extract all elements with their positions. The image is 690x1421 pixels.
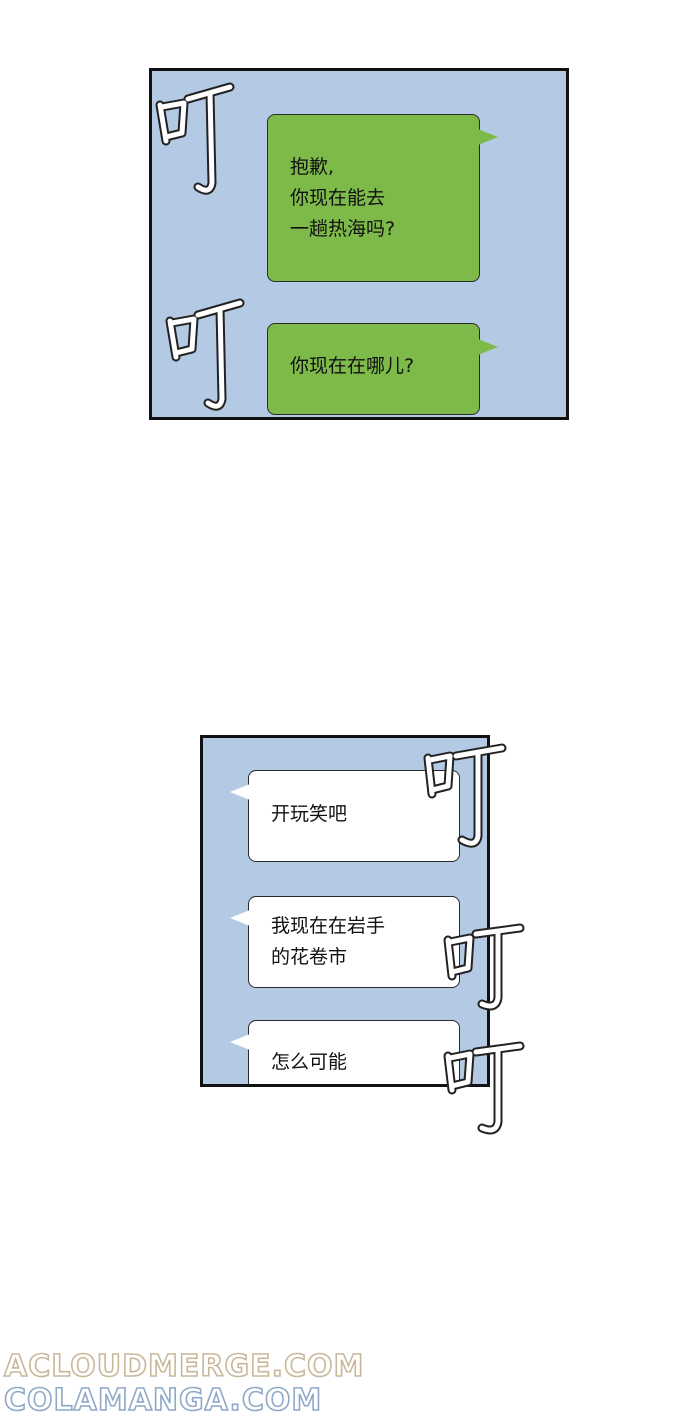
bubble-text-line: 怎么可能 [271, 1051, 348, 1073]
bubble-text-line: 开玩笑吧 [271, 803, 348, 825]
bubble-text-line: 的花卷市 [271, 946, 348, 968]
watermark-line-2: COLAMANGA.COM [3, 1383, 323, 1419]
sfx-ding-lettering [165, 298, 245, 411]
chat-bubble-white-3: 怎么可能 [248, 1020, 460, 1084]
chat-bubble-green-2: 你现在在哪儿? [267, 323, 480, 415]
bubble-tail [478, 129, 498, 145]
bubble-tail [230, 1034, 250, 1050]
chat-bubble-white-2: 我现在在岩手 的花卷市 [248, 896, 460, 988]
watermark: ACLOUDMERGE.COM COLAMANGA.COM [3, 1349, 365, 1419]
bubble-tail [230, 910, 250, 926]
watermark-line-1: ACLOUDMERGE.COM [3, 1349, 365, 1385]
sfx-ding-lettering [443, 1041, 525, 1135]
bubble-text-line: 抱歉, [290, 156, 335, 178]
sfx-ding-lettering [423, 743, 507, 848]
sfx-ding-lettering [155, 82, 235, 195]
bubble-text-line: 你现在能去 [290, 187, 386, 209]
comic-panel-top: 抱歉, 你现在能去 一趟热海吗? 你现在在哪儿? [149, 68, 569, 420]
comic-panel-bottom: 开玩笑吧 我现在在岩手 的花卷市 怎么可能 [200, 735, 490, 1087]
bubble-tail [230, 784, 250, 800]
chat-bubble-green-1: 抱歉, 你现在能去 一趟热海吗? [267, 114, 480, 282]
sfx-ding-lettering [443, 923, 525, 1011]
bubble-tail [478, 339, 498, 355]
bubble-text-line: 一趟热海吗? [290, 218, 396, 240]
bubble-text-line: 我现在在岩手 [271, 915, 386, 937]
bubble-text-line: 你现在在哪儿? [290, 355, 415, 377]
chat-bubble-white-1: 开玩笑吧 [248, 770, 460, 862]
